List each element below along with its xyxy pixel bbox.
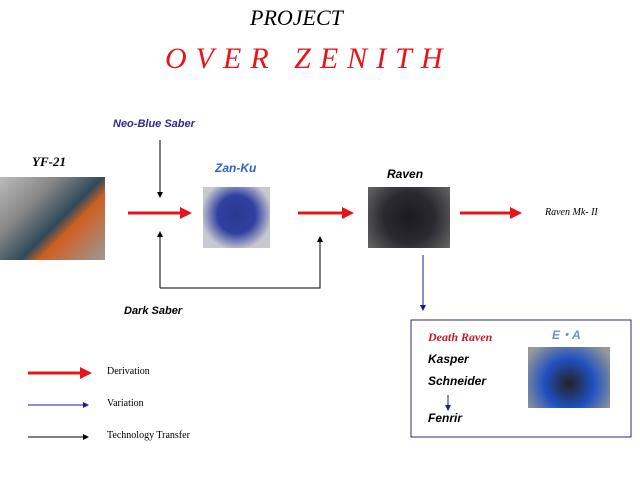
schneider-label: Schneider [428, 374, 487, 388]
transfer-arrow [160, 236, 323, 289]
node-raven-mk2: Raven Mk- II [545, 207, 598, 218]
page-subtitle: OVER ZENITH [165, 42, 452, 75]
node-raven: Raven [387, 167, 424, 181]
raven-image [368, 187, 450, 248]
ea-label: E・A [552, 328, 581, 342]
node-dark-saber: Dark Saber [124, 305, 183, 317]
legend-variation-label: Variation [107, 398, 144, 409]
fenrir-label: Fenrir [428, 411, 463, 425]
yf21-image [0, 177, 105, 260]
node-neo-blue-saber: Neo-Blue Saber [113, 118, 195, 130]
legend-transfer-label: Technology Transfer [107, 430, 190, 441]
kasper-label: Kasper [428, 352, 469, 366]
ea-image [528, 347, 610, 408]
page-title: PROJECT [250, 5, 343, 30]
node-yf21: YF-21 [32, 154, 66, 169]
node-zanku: Zan-Ku [215, 161, 257, 175]
death-raven-label: Death Raven [428, 330, 493, 344]
variation-box [410, 319, 632, 438]
zanku-image [203, 187, 270, 248]
legend-derivation-label: Derivation [107, 366, 150, 377]
